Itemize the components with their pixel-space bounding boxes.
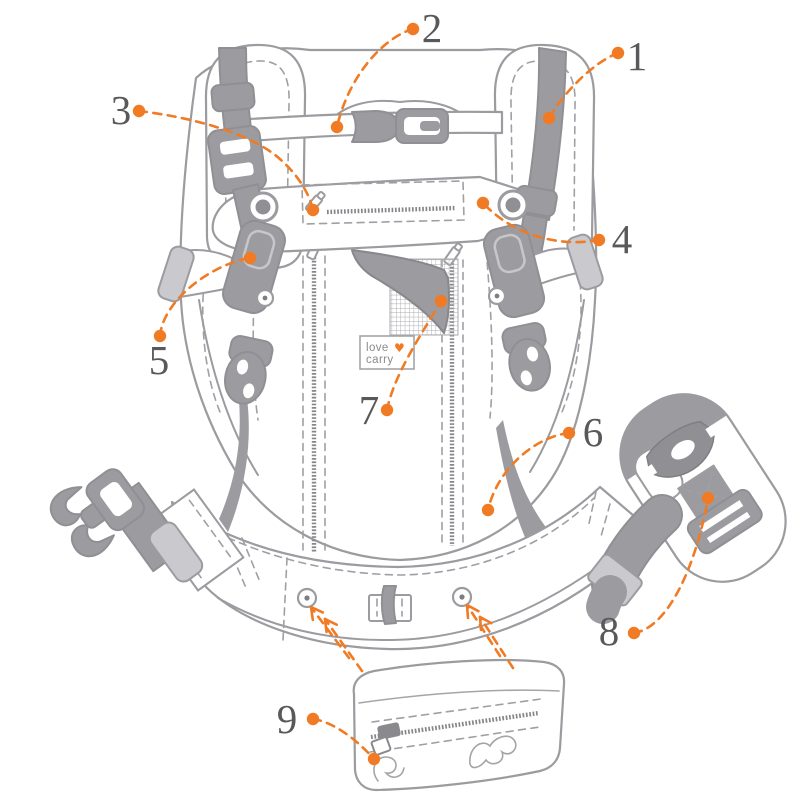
target-dot-7 [434, 294, 448, 308]
attach-arrowhead-2 [323, 617, 338, 626]
outer-seam-right [561, 281, 582, 413]
callout-number-1: 1 [627, 33, 648, 79]
label-dot-9 [306, 712, 320, 726]
attach-arrowhead-4 [478, 615, 483, 632]
label-dot-3 [132, 104, 146, 118]
pouch-doodle-right [469, 735, 517, 769]
outer-seam-left [202, 281, 221, 413]
callout-number-4: 4 [612, 216, 633, 262]
callout-number-8: 8 [599, 608, 620, 654]
target-dot-8 [701, 491, 715, 505]
side-buckle-left [224, 335, 274, 405]
waist-buckle-male [49, 468, 145, 558]
chest-strap [248, 108, 504, 144]
hip-pad-buckle [644, 420, 718, 478]
attach-arrowhead-4 [478, 615, 493, 625]
attach-arrow-3 [465, 603, 502, 658]
label-dot-5 [153, 329, 167, 343]
storage-pouch [352, 658, 566, 792]
hip-sleeve-tip [586, 575, 627, 624]
belt-keeper [368, 585, 412, 625]
attach-arrowhead-3 [465, 603, 480, 613]
leader-line-2 [335, 27, 415, 129]
target-dot-3 [306, 203, 320, 217]
attach-arrow-1 [309, 605, 351, 660]
leader-line-5 [158, 256, 252, 338]
belt-rivet-right [451, 586, 473, 608]
hip-strap-slider [686, 488, 763, 555]
label-dot-4 [592, 233, 606, 247]
side-wedge-right [496, 420, 548, 542]
mesh-cover-flap [351, 249, 450, 334]
ladder-lock-left [207, 124, 267, 196]
strap-pad-left [222, 219, 286, 315]
callout-number-2: 2 [422, 5, 443, 51]
callout-number-7: 7 [359, 387, 380, 433]
leader-line-7 [385, 299, 443, 412]
label-dot-2 [406, 22, 420, 36]
leader-line-6 [486, 431, 571, 512]
target-dot-2 [330, 120, 344, 134]
panel-seam-right [485, 249, 493, 419]
target-dot-9 [367, 752, 381, 766]
band-rivet-right [497, 189, 529, 221]
attach-arrow-2 [323, 617, 364, 673]
callout-number-9: 9 [277, 696, 298, 742]
chest-strap-buckle [351, 108, 449, 144]
attach-arrow-4 [478, 615, 515, 670]
attach-arrowhead-3 [465, 603, 470, 620]
leader-line-3 [137, 109, 315, 212]
label-dot-8 [627, 626, 641, 640]
label-dot-7 [380, 403, 394, 417]
label-dot-1 [611, 46, 625, 60]
attach-arrowhead-1 [309, 605, 325, 614]
heart-icon: ♥ [394, 341, 405, 355]
hip-pad [586, 373, 787, 624]
webbing-keeper-left [210, 81, 256, 113]
wing-edge-left [198, 299, 259, 476]
waist-strap-left [49, 468, 245, 592]
brand-word-carry: carry [366, 354, 394, 366]
target-dot-5 [243, 251, 257, 265]
callout-number-3: 3 [111, 87, 132, 133]
brand-word-love: love [366, 342, 389, 354]
snap-button-left [255, 288, 275, 308]
attach-arrowhead-1 [309, 605, 315, 622]
band-rivet-left [247, 191, 279, 223]
brand-patch: love carry ♥ [359, 335, 415, 370]
target-dot-1 [542, 111, 556, 125]
callout-number-5: 5 [149, 337, 170, 383]
pouch-zipper-pull [370, 722, 401, 756]
leader-line-8 [632, 496, 710, 635]
target-dot-4 [476, 196, 490, 210]
leader-line-1 [547, 51, 620, 120]
vertical-zipper-right [441, 242, 464, 547]
waist-belt [170, 485, 639, 651]
side-buckle-right [501, 322, 551, 392]
pocket-zipper [326, 205, 457, 215]
callouts-layer: 1 2 3 4 5 6 7 8 9 [111, 5, 715, 766]
wing-edge-right [529, 299, 585, 473]
leader-line-4 [481, 201, 601, 244]
target-dot-6 [481, 503, 495, 517]
belt-rivet-left [296, 587, 318, 609]
callout-number-6: 6 [583, 409, 604, 455]
snap-button-right [487, 286, 507, 306]
label-dot-6 [562, 426, 576, 440]
attach-arrowhead-2 [323, 617, 328, 634]
side-wedge-left [219, 398, 249, 532]
waist-strap-elastic [148, 521, 204, 583]
